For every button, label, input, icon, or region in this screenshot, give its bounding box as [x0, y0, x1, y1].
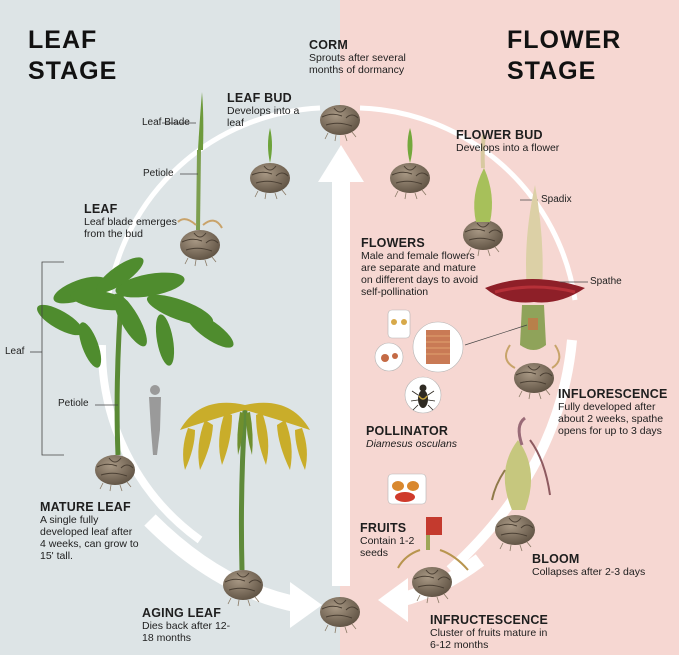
- bloom-title: BLOOM: [532, 552, 580, 566]
- corm-illustration: [319, 104, 361, 142]
- bloom-label: BLOOM Collapses after 2-3 days: [532, 552, 662, 578]
- leaf-desc: Leaf blade emerges from the bud: [84, 216, 177, 240]
- fruits-title: FRUITS: [360, 521, 407, 535]
- leaf-bud-sprout: [268, 128, 272, 163]
- inflorescence-illustration: [485, 185, 585, 400]
- mature-leaf-desc: A single fully developed leaf after 4 we…: [40, 514, 139, 562]
- leaf-bud-corm: [249, 162, 291, 200]
- leaf-bud-label: LEAF BUD Develops into a leaf: [227, 91, 319, 129]
- fruits-label: FRUITS Contain 1-2 seeds: [360, 521, 415, 559]
- inflorescence-desc: Fully developed after about 2 weeks, spa…: [558, 401, 664, 437]
- corm-desc: Sprouts after several months of dormancy: [309, 52, 406, 76]
- infructescence-label: INFRUCTESCENCE Cluster of fruits mature …: [430, 613, 550, 651]
- petiole-bud-part-label: Petiole: [143, 168, 174, 179]
- mature-leaf-illustration: [37, 257, 234, 492]
- aging-leaf-desc: Dies back after 12-18 months: [142, 620, 231, 644]
- flowers-title: FLOWERS: [361, 236, 425, 250]
- infructescence-title: INFRUCTESCENCE: [430, 613, 549, 627]
- corm-label: CORM Sprouts after several months of dor…: [309, 38, 419, 76]
- inflorescence-title: INFLORESCENCE: [558, 387, 668, 401]
- human-scale-icon: [149, 385, 161, 455]
- leaf-stage-title-line2: STAGE: [28, 57, 118, 85]
- pollinator-title: POLLINATOR: [366, 424, 449, 438]
- aging-leaf-illustration: [180, 402, 310, 607]
- mature-leaf-title: MATURE LEAF: [40, 500, 131, 514]
- flowers-detail-illustration: [374, 309, 464, 373]
- leaf-blade-part-label: Leaf Blade: [142, 117, 190, 128]
- petiole-mature-part-label: Petiole: [58, 398, 89, 409]
- aging-leaf-title: AGING LEAF: [142, 606, 222, 620]
- spathe-part-label: Spathe: [590, 276, 622, 287]
- cycle-circle: [97, 105, 578, 628]
- flower-bud-desc: Develops into a flower: [456, 142, 560, 154]
- young-leaf-illustration: [177, 92, 223, 267]
- fruits-illustration: [387, 473, 469, 604]
- leaf-bud-title: LEAF BUD: [227, 91, 292, 105]
- flowers-label: FLOWERS Male and female flowers are sepa…: [361, 236, 483, 298]
- infructescence-desc: Cluster of fruits mature in 6-12 months: [430, 627, 548, 651]
- fruits-desc: Contain 1-2 seeds: [360, 535, 415, 559]
- flower-stage-title-line2: STAGE: [507, 57, 597, 85]
- developing-spadix-illustration: [462, 134, 504, 257]
- inflorescence-label: INFLORESCENCE Fully developed after abou…: [558, 387, 676, 437]
- leaf-stage-title-line1: LEAF: [28, 26, 98, 54]
- pollinator-desc: Diamesus osculans: [366, 438, 458, 450]
- aging-leaf-label: AGING LEAF Dies back after 12-18 months: [142, 606, 232, 644]
- pollinator-label: POLLINATOR Diamesus osculans: [366, 424, 476, 450]
- leaf-bud-desc: Develops into a leaf: [227, 105, 300, 129]
- flowers-desc: Male and female flowers are separate and…: [361, 250, 479, 298]
- mature-leaf-label: MATURE LEAF A single fully developed lea…: [40, 500, 140, 562]
- flower-bud-title: FLOWER BUD: [456, 128, 543, 142]
- spadix-part-label: Spadix: [541, 194, 572, 205]
- flower-bud-label: FLOWER BUD Develops into a flower: [456, 128, 586, 154]
- leaf-label: LEAF Leaf blade emerges from the bud: [84, 202, 184, 240]
- leaf-title: LEAF: [84, 202, 118, 216]
- bottom-corm: [319, 596, 361, 634]
- bloom-illustration: [491, 416, 551, 552]
- flower-bud-illustration: [389, 128, 431, 200]
- corm-title: CORM: [309, 38, 348, 52]
- leaf-part-label: Leaf: [5, 346, 25, 357]
- pollinator-beetle-illustration: [404, 376, 442, 414]
- bloom-desc: Collapses after 2-3 days: [532, 566, 646, 578]
- flower-stage-title-line1: FLOWER: [507, 26, 622, 54]
